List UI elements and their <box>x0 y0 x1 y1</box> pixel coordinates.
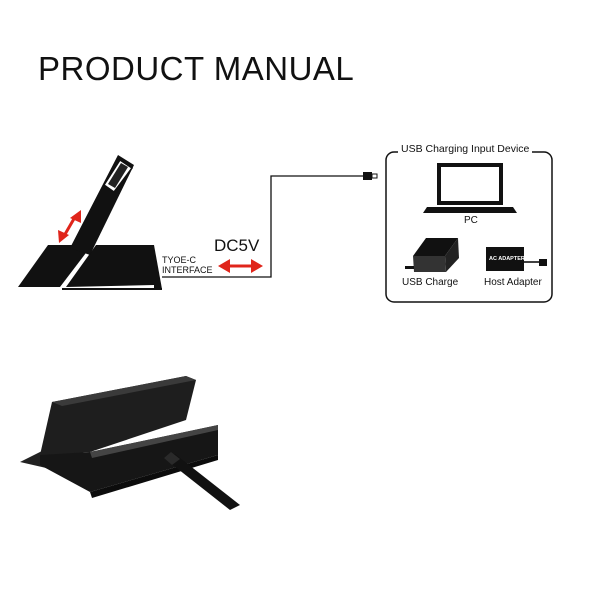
voltage-label: DC5V <box>214 236 260 255</box>
device-label-pc: PC <box>464 215 478 226</box>
ac-adapter-icon <box>486 247 547 271</box>
interface-label-line2: INTERFACE <box>162 265 213 275</box>
usb-box-title: USB Charging Input Device <box>398 143 533 155</box>
page-title: PRODUCT MANUAL <box>38 50 355 87</box>
usb-cable <box>162 172 378 278</box>
usb-charger-icon <box>405 238 459 272</box>
power-direction-arrow-icon <box>218 259 263 273</box>
dock-base-icon <box>18 245 162 290</box>
phone-icon <box>70 155 134 255</box>
ac-adapter-print: AC ADAPTER <box>489 256 525 262</box>
insert-direction-arrow-icon <box>58 210 81 243</box>
device-label-host-adapter: Host Adapter <box>484 277 542 288</box>
dock-product-photo <box>20 376 240 510</box>
laptop-icon <box>423 163 517 213</box>
device-label-usb-charge: USB Charge <box>402 277 459 288</box>
interface-label-line1: TYOE-C <box>162 255 197 265</box>
